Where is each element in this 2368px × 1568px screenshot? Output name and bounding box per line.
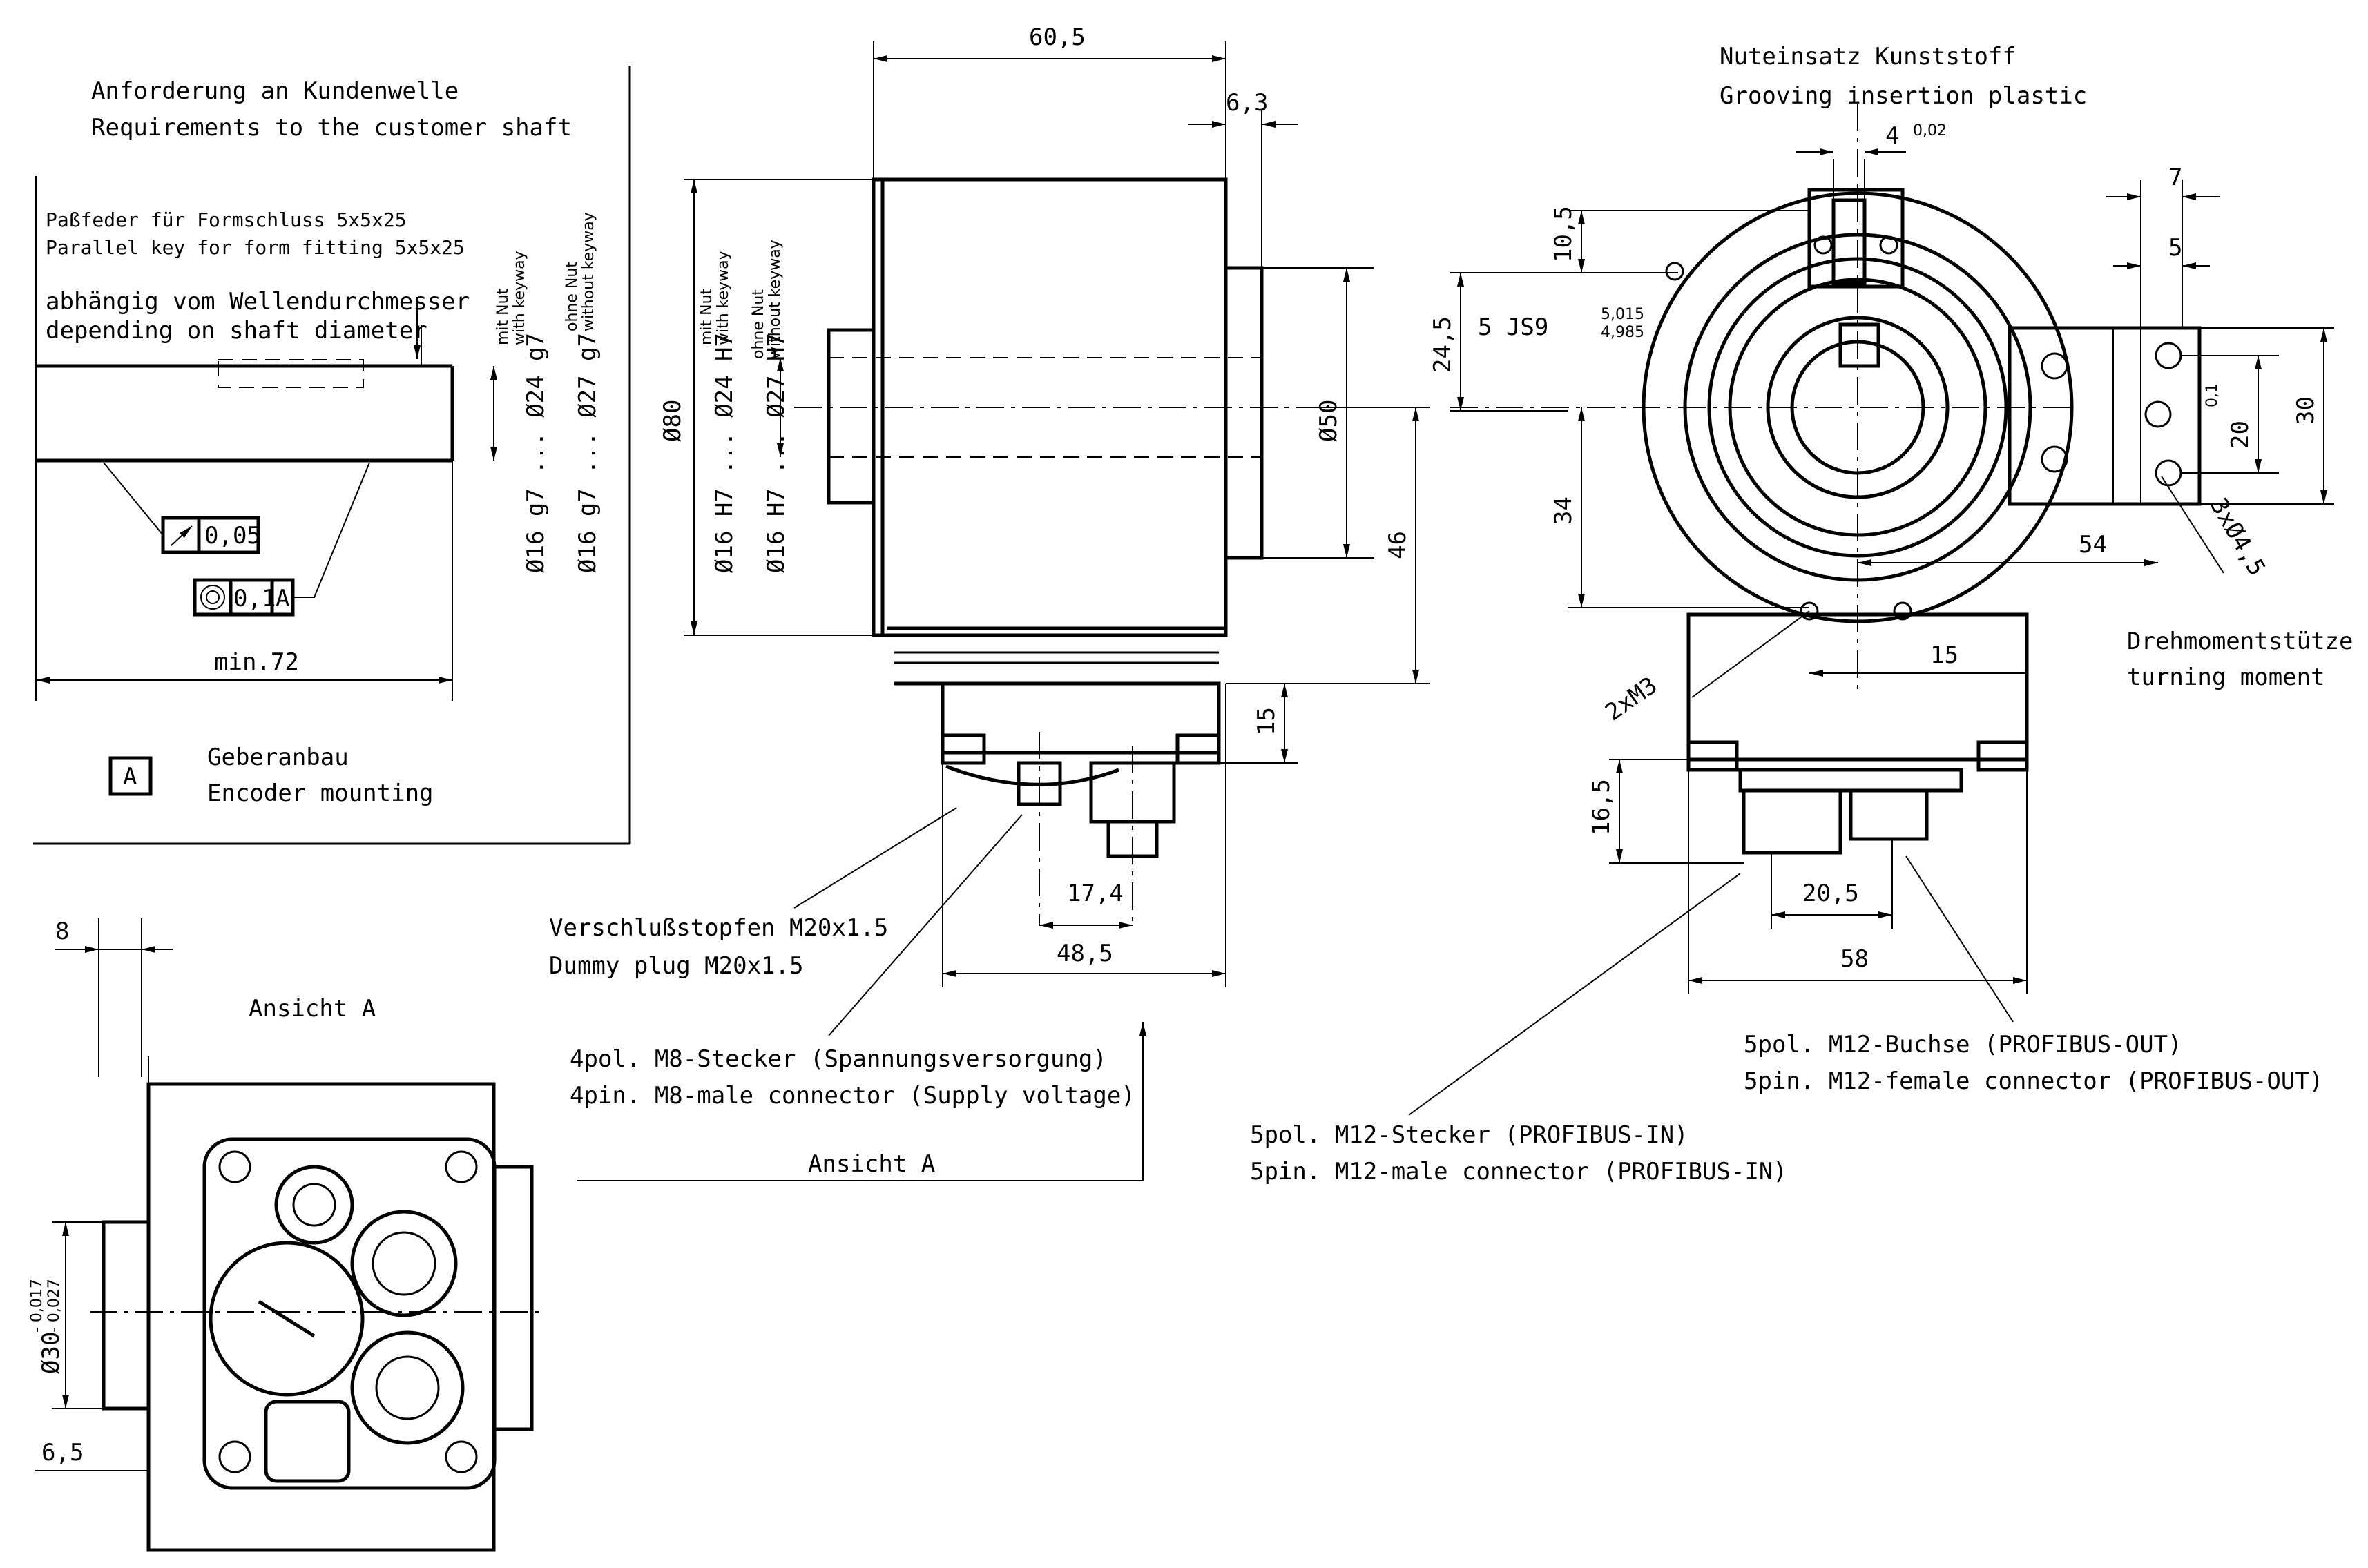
dim-20-5: 20,5 — [1802, 880, 1859, 907]
dim-15-side: 15 — [1253, 707, 1280, 735]
dim-5: 5 — [2168, 234, 2182, 262]
hollow-shaft-bore — [1790, 340, 1925, 475]
dim-4-tol: 0,02 — [1913, 122, 1947, 139]
dia-30-upper: - 0,017 — [28, 1279, 46, 1333]
key-de: Paßfeder für Formschluss 5x5x25 — [46, 209, 407, 231]
without-keyway-en: without keyway — [580, 212, 597, 331]
min-length: min.72 — [214, 648, 299, 676]
m8-en: 4pin. M8-male connector (Supply voltage) — [570, 1082, 1135, 1110]
dia-g-without: Ø16 g7 ... Ø27 g7 — [574, 333, 601, 573]
without-keyway-en-2: without keyway — [767, 240, 784, 359]
dim-58: 58 — [1840, 945, 1869, 973]
torque-de: Drehmomentstütze — [2127, 628, 2353, 655]
without-keyway-de-2: ohne Nut — [750, 289, 767, 359]
groove-en: Grooving insertion plastic — [1720, 82, 2087, 110]
dim-7: 7 — [2168, 164, 2182, 191]
dia-50: Ø50 — [1315, 400, 1342, 442]
shaft-requirements-panel: Anforderung an Kundenwelle Requirements … — [33, 66, 631, 845]
dim-16-5: 16,5 — [1588, 779, 1615, 835]
dependency-en: depending on shaft diameter — [46, 317, 427, 345]
view-a-title: Ansicht A — [249, 995, 376, 1023]
keyway-outline — [218, 359, 364, 388]
dim-30: 30 — [2292, 396, 2320, 425]
with-keyway-en: with keyway — [511, 251, 528, 345]
dia-30-lower: - 0,027 — [46, 1279, 63, 1333]
dim-60-5: 60,5 — [1029, 23, 1086, 51]
with-keyway-de: mit Nut — [494, 288, 512, 345]
dia-h-with: Ø16 H7 ... Ø24 H7 — [711, 333, 738, 573]
dim-54: 54 — [2079, 531, 2107, 559]
dim-34: 34 — [1550, 496, 1577, 525]
holes-3x: 3xØ4,5 — [2204, 494, 2271, 581]
dim-4: 4 — [1885, 122, 1899, 150]
flange-ring — [1224, 266, 1264, 560]
view-a-m8-connector — [274, 1165, 354, 1245]
side-view: 60,5 6,3 Ø80 Ø16 H7 ... Ø24 H7 Ø16 H7 ..… — [659, 23, 1430, 987]
dim-20-tol: 0,1 — [2204, 383, 2221, 407]
view-a-arrow-label: Ansicht A — [808, 1150, 935, 1178]
legend-de: Geberanbau — [207, 744, 349, 771]
legend-en: Encoder mounting — [207, 780, 434, 807]
dia-h-without: Ø16 H7 ... Ø27 H7 — [762, 333, 790, 573]
dim-17-4: 17,4 — [1067, 880, 1124, 907]
dim-24-5: 24,5 — [1429, 316, 1456, 373]
view-a-dummy-plug — [209, 1241, 365, 1397]
connector-housing — [941, 681, 1221, 755]
dim-6-5: 6,5 — [41, 1439, 84, 1467]
js9-upper: 5,015 — [1601, 306, 1644, 323]
front-view: 4 0,02 Nuteinsatz Kunststoff Grooving in… — [1429, 43, 2353, 994]
dim-20: 20 — [2226, 420, 2254, 449]
m12-in-de: 5pol. M12-Stecker (PROFIBUS-IN) — [1250, 1121, 1688, 1149]
view-a-connector-plate — [202, 1137, 497, 1490]
legend-box — [108, 756, 153, 796]
callouts: Verschlußstopfen M20x1.5 Dummy plug M20x… — [549, 807, 2323, 1185]
dummy-plug-de: Verschlußstopfen M20x1.5 — [549, 914, 888, 942]
dia-g-with: Ø16 g7 ... Ø24 g7 — [522, 333, 550, 573]
dependency-de: abhängig vom Wellendurchmesser — [46, 288, 470, 316]
m12-out-de: 5pol. M12-Buchse (PROFIBUS-OUT) — [1744, 1031, 2182, 1058]
dim-15-front: 15 — [1930, 641, 1958, 669]
torque-en: turning moment — [2127, 664, 2325, 691]
runout-value: 0,05 — [204, 522, 261, 550]
m12-in-plug — [1742, 788, 1842, 855]
js9-label: 5 JS9 — [1478, 313, 1548, 341]
dim-8: 8 — [55, 918, 69, 945]
shaft-title-en: Requirements to the customer shaft — [91, 114, 572, 142]
concentricity-value: 0,1 — [233, 585, 276, 612]
m12-out-socket — [1849, 788, 1929, 841]
shaft-stub — [827, 328, 876, 505]
dim-48-5: 48,5 — [1057, 940, 1113, 967]
dim-46: 46 — [1384, 531, 1412, 559]
torque-arm — [2008, 326, 2202, 506]
groove-insert — [1807, 188, 1905, 289]
dia-30: Ø30 — [37, 1332, 65, 1374]
groove-de: Nuteinsatz Kunststoff — [1720, 43, 2016, 70]
dummy-plug-en: Dummy plug M20x1.5 — [549, 952, 803, 980]
without-keyway-de: ohne Nut — [564, 262, 581, 331]
thread-2xm3: 2xM3 — [1600, 672, 1662, 727]
keyway — [1838, 322, 1880, 368]
m12-out-en: 5pin. M12-female connector (PROFIBUS-OUT… — [1744, 1067, 2323, 1095]
view-a: Ansicht A 8 Ø30 - 0,017 - 0,027 6,5 — [28, 918, 539, 1552]
view-a-m12-in — [350, 1210, 458, 1317]
key-en: Parallel key for form fitting 5x5x25 — [46, 236, 465, 259]
datum-letter: A — [276, 585, 289, 612]
m8-de: 4pol. M8-Stecker (Spannungsversorgung) — [570, 1045, 1107, 1073]
js9-lower: 4,985 — [1601, 324, 1644, 341]
with-keyway-de-2: mit Nut — [698, 288, 715, 345]
dia-80: Ø80 — [659, 400, 686, 442]
view-a-m12-out — [350, 1330, 465, 1445]
dim-6-3: 6,3 — [1226, 89, 1268, 117]
dim-10-5: 10,5 — [1550, 206, 1577, 262]
with-keyway-en-2: with keyway — [715, 251, 732, 345]
shaft-title-de: Anforderung an Kundenwelle — [91, 77, 459, 105]
m12-in-en: 5pin. M12-male connector (PROFIBUS-IN) — [1250, 1158, 1787, 1185]
legend-box-letter: A — [123, 763, 137, 791]
